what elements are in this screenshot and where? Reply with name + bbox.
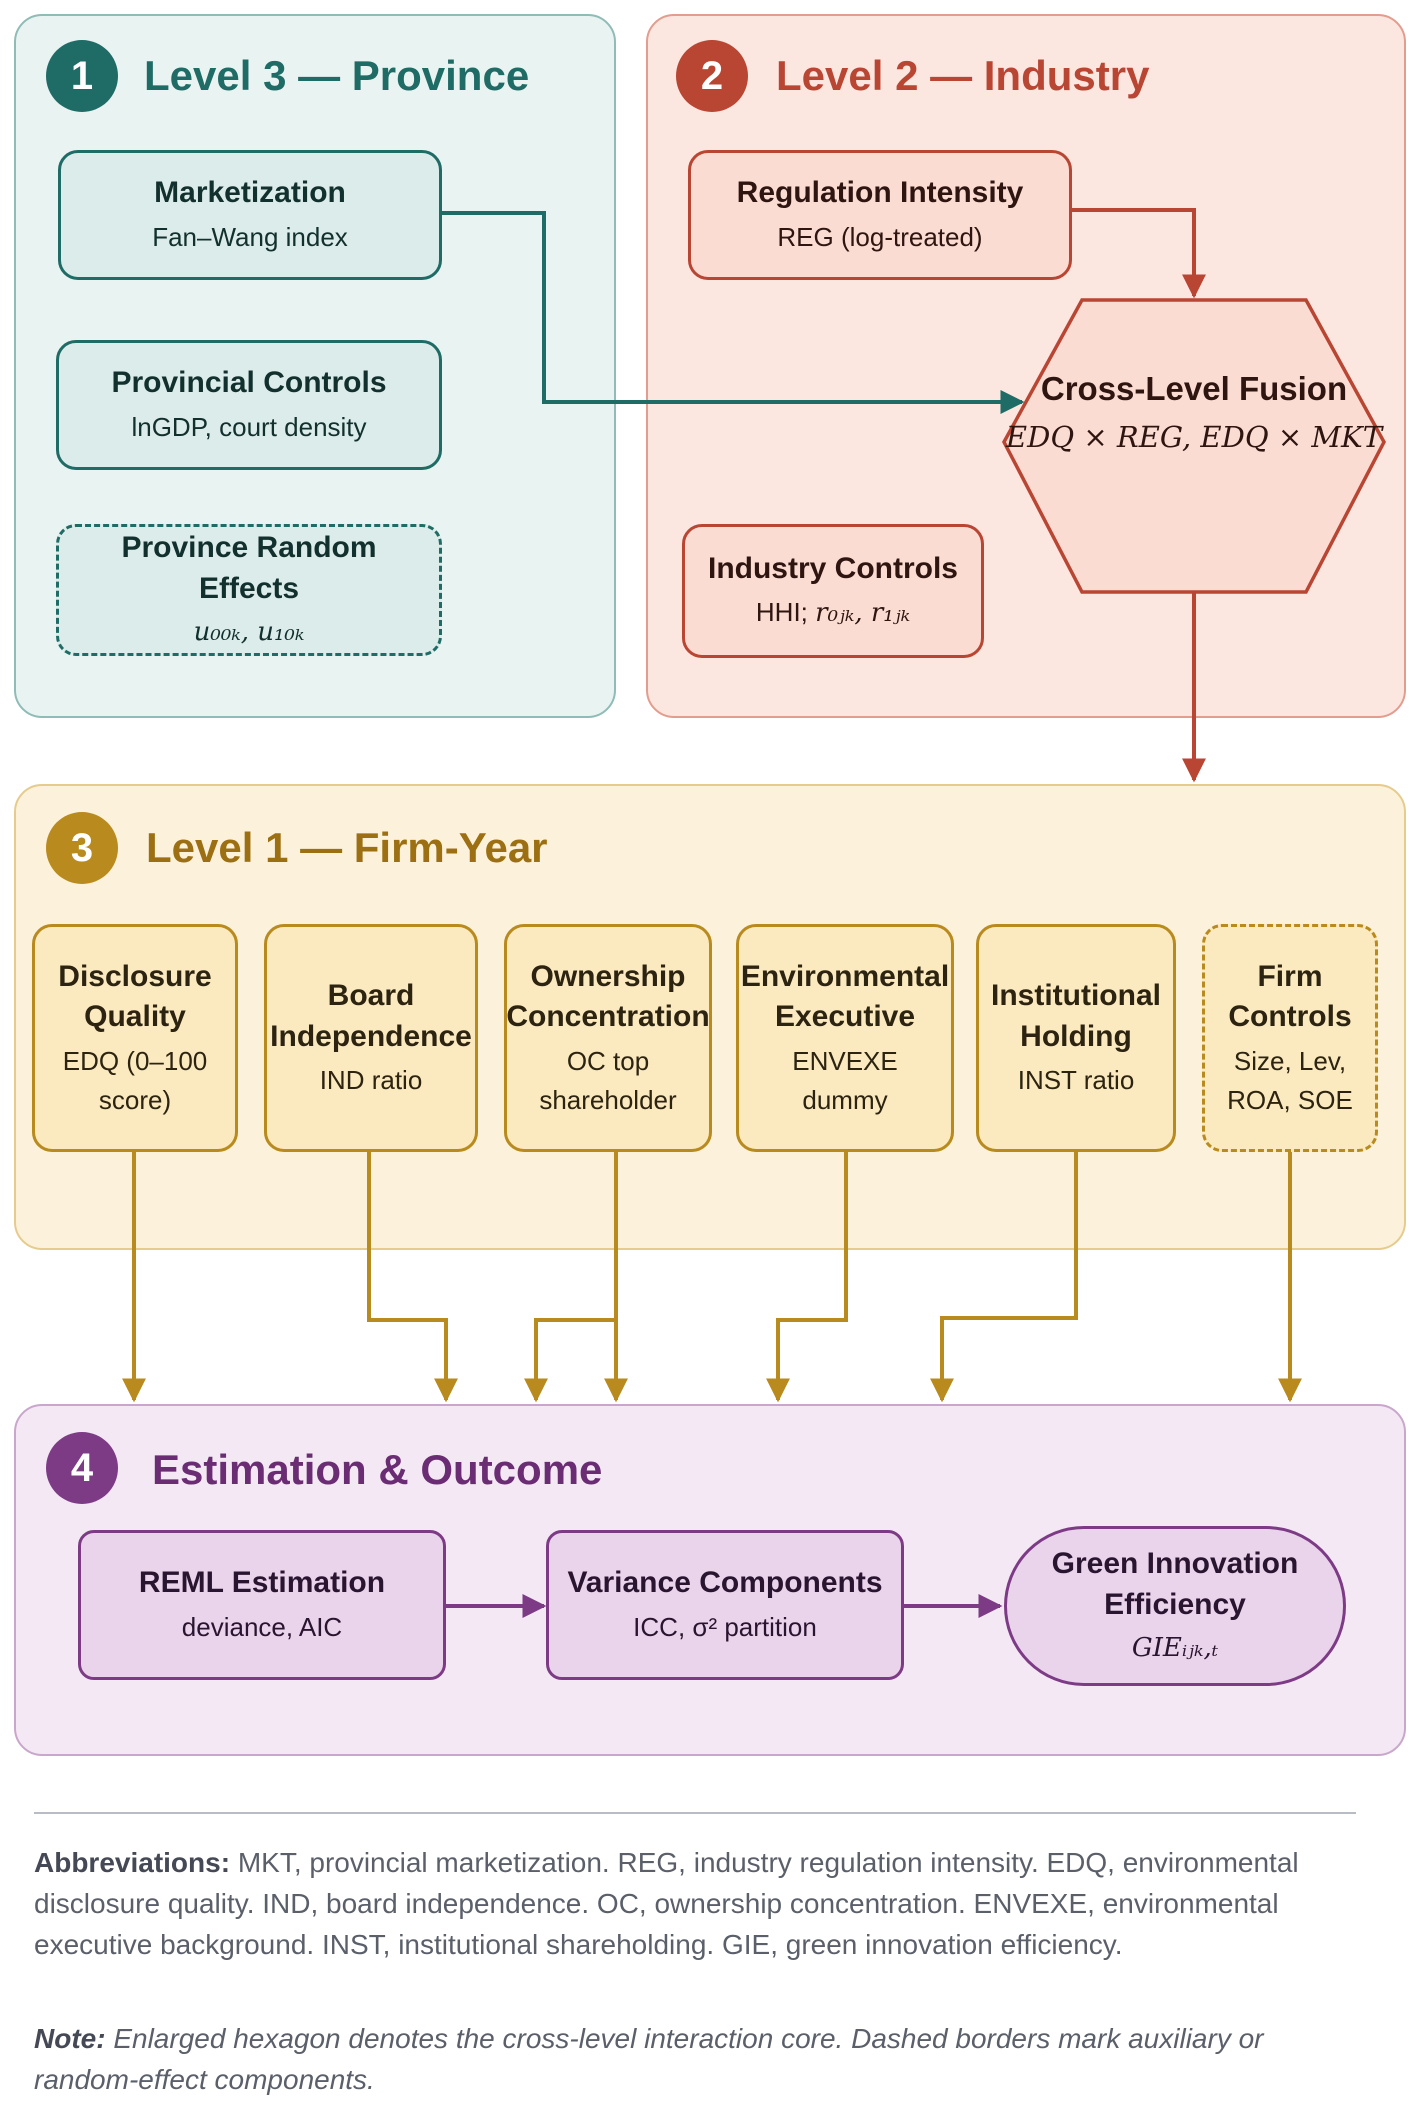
industry-controls-sub-text: HHI; xyxy=(755,597,816,628)
firm-controls-box: Firm Controls Size, Lev, ROA, SOE xyxy=(1202,924,1378,1152)
ownership-concentration-box: Ownership Concentration OC top sharehold… xyxy=(504,924,712,1152)
variance-components-sub: ICC, σ² partition xyxy=(633,1611,817,1642)
province-random-effects-sub: u₀₀ₖ, u₁₀ₖ xyxy=(193,617,305,647)
level3-badge: 1 xyxy=(46,40,118,112)
cross-level-fusion-title: Cross-Level Fusion xyxy=(1040,370,1348,407)
outcome-title: Estimation & Outcome xyxy=(152,1446,603,1493)
industry-controls-sub-math: r₀ⱼₖ, r₁ⱼₖ xyxy=(815,598,911,629)
level2-title: Level 2 — Industry xyxy=(776,52,1150,99)
marketization-title: Marketization xyxy=(154,176,346,210)
institutional-holding-title: Institutional Holding xyxy=(991,979,1161,1053)
firm-controls-title: Firm Controls xyxy=(1228,959,1352,1034)
reml-estimation-box: REML Estimation deviance, AIC xyxy=(78,1530,446,1680)
note-label: Note: xyxy=(34,2023,106,2054)
province-random-effects-box: Province Random Effects u₀₀ₖ, u₁₀ₖ xyxy=(56,524,442,656)
abbreviations-paragraph: Abbreviations: MKT, provincial marketiza… xyxy=(34,1842,1324,1965)
level2-badge: 2 xyxy=(676,40,748,112)
environmental-executive-box: Environmental Executive ENVEXE dummy xyxy=(736,924,954,1152)
outcome-badge: 4 xyxy=(46,1432,118,1504)
disclosure-quality-title: Disclosure Quality xyxy=(58,959,212,1034)
provincial-controls-box: Provincial Controls lnGDP, court density xyxy=(56,340,442,470)
variance-components-box: Variance Components ICC, σ² partition xyxy=(546,1530,904,1680)
variance-components-title: Variance Components xyxy=(567,1566,883,1600)
industry-controls-title: Industry Controls xyxy=(707,551,958,585)
institutional-holding-sub: INST ratio xyxy=(1017,1065,1135,1095)
province-random-effects-title: Province Random Effects xyxy=(121,531,377,605)
firm-controls-sub: Size, Lev, ROA, SOE xyxy=(1227,1045,1353,1115)
board-independence-sub: IND ratio xyxy=(319,1065,423,1095)
environmental-executive-title: Environmental Executive xyxy=(740,959,950,1034)
reml-estimation-title: REML Estimation xyxy=(138,1566,386,1600)
cross-level-fusion-label: Cross-Level Fusion EDQ × REG, EDQ × MKT xyxy=(1004,370,1384,454)
regulation-intensity-title: Regulation Intensity xyxy=(736,176,1024,210)
arrow-ownership-branch xyxy=(524,1318,616,1403)
green-innovation-efficiency-box: Green Innovation Efficiency GIEᵢⱼₖ,ₜ xyxy=(1004,1526,1346,1686)
note-text: Enlarged hexagon denotes the cross-level… xyxy=(34,2023,1264,2095)
board-independence-box: Board Independence IND ratio xyxy=(264,924,478,1152)
abbreviations-text: MKT, provincial marketization. REG, indu… xyxy=(34,1847,1299,1960)
disclosure-quality-sub: EDQ (0–100 score) xyxy=(62,1045,208,1115)
regulation-intensity-box: Regulation Intensity REG (log-treated) xyxy=(688,150,1072,280)
ownership-concentration-title: Ownership Concentration xyxy=(506,959,710,1034)
level3-title: Level 3 — Province xyxy=(144,52,530,99)
regulation-intensity-sub: REG (log-treated) xyxy=(777,221,983,252)
reml-estimation-sub: deviance, AIC xyxy=(181,1611,343,1642)
level1-title: Level 1 — Firm-Year xyxy=(146,824,548,871)
industry-controls-box: Industry Controls HHI; r₀ⱼₖ, r₁ⱼₖ xyxy=(682,524,984,658)
ownership-concentration-sub: OC top shareholder xyxy=(539,1045,677,1115)
green-innovation-efficiency-title: Green Innovation Efficiency xyxy=(1051,1547,1299,1621)
disclosure-quality-box: Disclosure Quality EDQ (0–100 score) xyxy=(32,924,238,1152)
cross-level-fusion-sub: EDQ × REG, EDQ × MKT xyxy=(1005,420,1383,454)
footer-divider xyxy=(34,1812,1356,1814)
provincial-controls-sub: lnGDP, court density xyxy=(131,411,367,442)
board-independence-title: Board Independence xyxy=(270,979,472,1053)
note-paragraph: Note: Enlarged hexagon denotes the cross… xyxy=(34,2018,1324,2100)
marketization-sub: Fan–Wang index xyxy=(152,221,348,252)
marketization-box: Marketization Fan–Wang index xyxy=(58,150,442,280)
green-innovation-efficiency-sub: GIEᵢⱼₖ,ₜ xyxy=(1131,1633,1219,1663)
industry-controls-sub: HHI; r₀ⱼₖ, r₁ⱼₖ xyxy=(756,593,910,633)
provincial-controls-title: Provincial Controls xyxy=(111,366,387,400)
institutional-holding-box: Institutional Holding INST ratio xyxy=(976,924,1176,1152)
environmental-executive-sub: ENVEXE dummy xyxy=(792,1045,898,1115)
abbreviations-label: Abbreviations: xyxy=(34,1847,231,1878)
level1-badge: 3 xyxy=(46,812,118,884)
